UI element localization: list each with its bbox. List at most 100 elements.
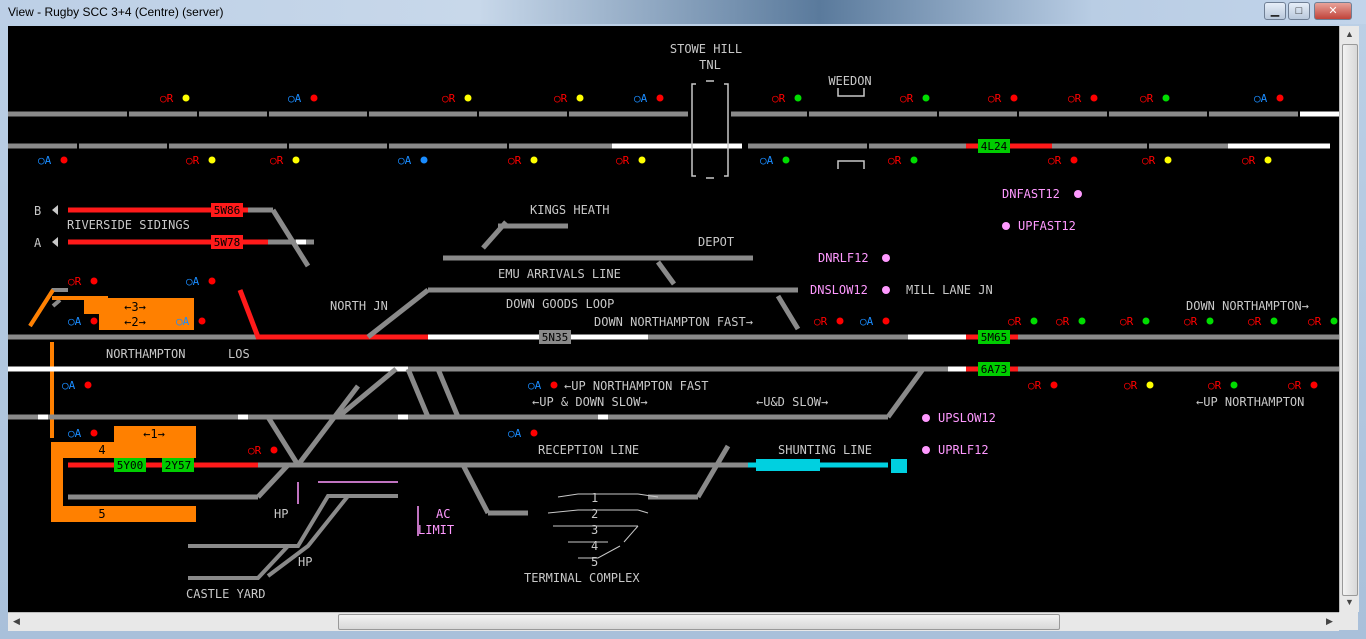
- signal-15-lamp[interactable]: [530, 156, 538, 164]
- signal-29-lamp[interactable]: [1078, 317, 1086, 325]
- uprlf12-button[interactable]: [922, 446, 930, 454]
- signal-21-aspect-text[interactable]: ○R: [1242, 154, 1256, 167]
- scroll-down-arrow[interactable]: ▼: [1345, 597, 1354, 607]
- signal-5-aspect-text[interactable]: ○R: [772, 92, 786, 105]
- dnslow12-button[interactable]: [882, 286, 890, 294]
- berth-5n35[interactable]: [539, 330, 571, 344]
- signal-13-lamp[interactable]: [292, 156, 300, 164]
- signal-36-aspect-text[interactable]: ○R: [1028, 379, 1042, 392]
- signal-31-aspect-text[interactable]: ○R: [1184, 315, 1198, 328]
- signal-27-aspect-text[interactable]: ○A: [860, 315, 874, 328]
- signal-16-lamp[interactable]: [638, 156, 646, 164]
- berth-5w86[interactable]: [211, 203, 243, 217]
- upslow12-button[interactable]: [922, 414, 930, 422]
- signal-35-aspect-text[interactable]: ○A: [528, 379, 542, 392]
- signal-3-aspect-text[interactable]: ○R: [554, 92, 568, 105]
- signal-13-aspect-text[interactable]: ○R: [270, 154, 284, 167]
- signal-11-aspect-text[interactable]: ○A: [38, 154, 52, 167]
- signal-2-lamp[interactable]: [464, 94, 472, 102]
- signal-9-aspect-text[interactable]: ○R: [1140, 92, 1154, 105]
- signal-20-lamp[interactable]: [1164, 156, 1172, 164]
- signal-41-aspect-text[interactable]: ○A: [508, 427, 522, 440]
- signal-29-aspect-text[interactable]: ○R: [1056, 315, 1070, 328]
- signal-33-lamp[interactable]: [1330, 317, 1338, 325]
- signal-9-lamp[interactable]: [1162, 94, 1170, 102]
- close-button[interactable]: ✕: [1314, 2, 1352, 20]
- signal-42-aspect-text[interactable]: ○R: [248, 444, 262, 457]
- signal-5-lamp[interactable]: [794, 94, 802, 102]
- signal-39-aspect-text[interactable]: ○R: [1288, 379, 1302, 392]
- signal-12-lamp[interactable]: [208, 156, 216, 164]
- signal-10-lamp[interactable]: [1276, 94, 1284, 102]
- signal-8-aspect-text[interactable]: ○R: [1068, 92, 1082, 105]
- signal-38-lamp[interactable]: [1230, 381, 1238, 389]
- signal-2-aspect-text[interactable]: ○R: [442, 92, 456, 105]
- signal-25-lamp[interactable]: [198, 317, 206, 325]
- signal-7-aspect-text[interactable]: ○R: [988, 92, 1002, 105]
- vertical-scroll-thumb[interactable]: [1342, 44, 1358, 596]
- signal-14-aspect-text[interactable]: ○A: [398, 154, 412, 167]
- signal-40-aspect-text[interactable]: ○A: [68, 427, 82, 440]
- signal-32-aspect-text[interactable]: ○R: [1248, 315, 1262, 328]
- signal-18-aspect-text[interactable]: ○R: [888, 154, 902, 167]
- signal-33-aspect-text[interactable]: ○R: [1308, 315, 1322, 328]
- horizontal-scroll-thumb[interactable]: [338, 614, 1060, 630]
- berth-5y00[interactable]: [114, 458, 146, 472]
- signal-36-lamp[interactable]: [1050, 381, 1058, 389]
- signal-14-lamp[interactable]: [420, 156, 428, 164]
- signal-26-lamp[interactable]: [836, 317, 844, 325]
- signal-30-lamp[interactable]: [1142, 317, 1150, 325]
- signal-17-aspect-text[interactable]: ○A: [760, 154, 774, 167]
- signal-1-lamp[interactable]: [310, 94, 318, 102]
- signal-30-aspect-text[interactable]: ○R: [1120, 315, 1134, 328]
- signal-6-aspect-text[interactable]: ○R: [900, 92, 914, 105]
- signal-28-aspect-text[interactable]: ○R: [1008, 315, 1022, 328]
- berth-2y57[interactable]: [162, 458, 194, 472]
- signal-40-lamp[interactable]: [90, 429, 98, 437]
- signal-19-lamp[interactable]: [1070, 156, 1078, 164]
- maximize-button[interactable]: □: [1288, 2, 1310, 20]
- berth-5m65[interactable]: [978, 330, 1010, 344]
- signal-11-lamp[interactable]: [60, 156, 68, 164]
- signal-8-lamp[interactable]: [1090, 94, 1098, 102]
- signalling-panel[interactable]: STOWE HILL TNL WEEDON 4L24 B A RIVERSIDE…: [8, 26, 1339, 612]
- signal-35-lamp[interactable]: [550, 381, 558, 389]
- signal-38-aspect-text[interactable]: ○R: [1208, 379, 1222, 392]
- signal-3-lamp[interactable]: [576, 94, 584, 102]
- berth-4l24[interactable]: [978, 139, 1010, 153]
- signal-39-lamp[interactable]: [1310, 381, 1318, 389]
- signal-24-lamp[interactable]: [90, 317, 98, 325]
- signal-15-aspect-text[interactable]: ○R: [508, 154, 522, 167]
- signal-32-lamp[interactable]: [1270, 317, 1278, 325]
- signal-26-aspect-text[interactable]: ○R: [814, 315, 828, 328]
- signal-41-lamp[interactable]: [530, 429, 538, 437]
- signal-20-aspect-text[interactable]: ○R: [1142, 154, 1156, 167]
- signal-34-lamp[interactable]: [84, 381, 92, 389]
- minimize-button[interactable]: ▁: [1264, 2, 1286, 20]
- track-diagram[interactable]: STOWE HILL TNL WEEDON 4L24 B A RIVERSIDE…: [8, 26, 1339, 612]
- signal-10-aspect-text[interactable]: ○A: [1254, 92, 1268, 105]
- signal-0-lamp[interactable]: [182, 94, 190, 102]
- signal-24-aspect-text[interactable]: ○A: [68, 315, 82, 328]
- scroll-up-arrow[interactable]: ▲: [1345, 29, 1354, 39]
- berth-5w78[interactable]: [211, 235, 243, 249]
- dnrlf12-button[interactable]: [882, 254, 890, 262]
- signal-0-aspect-text[interactable]: ○R: [160, 92, 174, 105]
- signal-21-lamp[interactable]: [1264, 156, 1272, 164]
- signal-22-lamp[interactable]: [90, 277, 98, 285]
- title-bar[interactable]: View - Rugby SCC 3+4 (Centre) (server) ▁…: [0, 0, 1366, 24]
- scroll-left-arrow[interactable]: ◀: [13, 616, 20, 626]
- signal-25-aspect-text[interactable]: ○A: [176, 315, 190, 328]
- signal-7-lamp[interactable]: [1010, 94, 1018, 102]
- signal-19-aspect-text[interactable]: ○R: [1048, 154, 1062, 167]
- resize-grip[interactable]: [1339, 612, 1358, 630]
- signal-12-aspect-text[interactable]: ○R: [186, 154, 200, 167]
- signal-37-aspect-text[interactable]: ○R: [1124, 379, 1138, 392]
- scroll-right-arrow[interactable]: ▶: [1326, 616, 1333, 626]
- signal-23-lamp[interactable]: [208, 277, 216, 285]
- signal-18-lamp[interactable]: [910, 156, 918, 164]
- signal-6-lamp[interactable]: [922, 94, 930, 102]
- berth-6a73[interactable]: [978, 362, 1010, 376]
- signal-23-aspect-text[interactable]: ○A: [186, 275, 200, 288]
- signal-27-lamp[interactable]: [882, 317, 890, 325]
